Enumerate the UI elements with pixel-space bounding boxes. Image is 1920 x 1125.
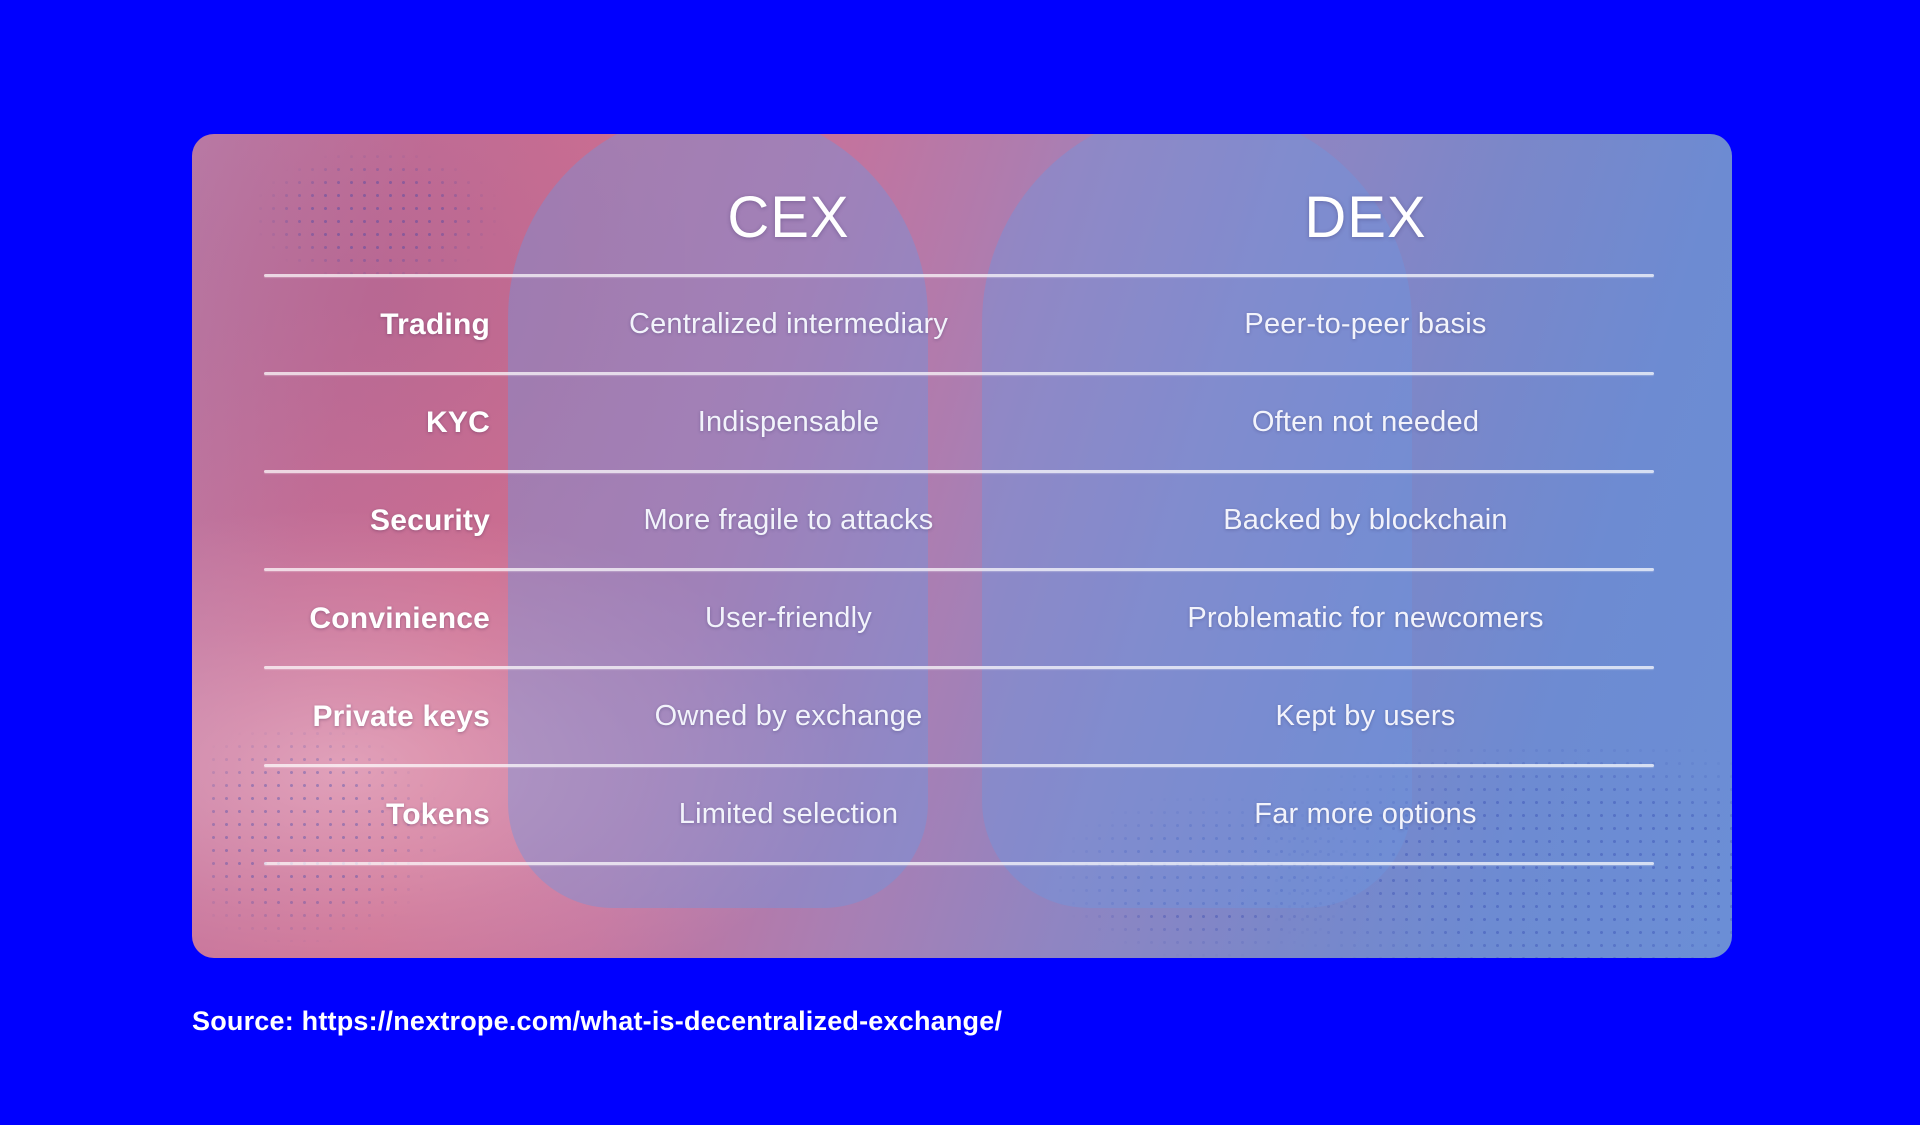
- cell-dex: Peer-to-peer basis: [1244, 308, 1487, 340]
- row-label: Convinience: [309, 601, 490, 635]
- table-row: Private keys Owned by exchange Kept by u…: [264, 669, 1654, 764]
- cell-dex: Problematic for newcomers: [1187, 602, 1544, 634]
- row-divider: [264, 372, 1654, 375]
- row-label: Tokens: [385, 797, 490, 831]
- cell-cex: Indispensable: [697, 406, 880, 438]
- row-label: Private keys: [312, 699, 490, 733]
- row-divider: [264, 568, 1654, 571]
- row-divider: [264, 274, 1654, 277]
- comparison-table: CEX DEX Trading Centralized intermediary…: [192, 134, 1732, 958]
- table-row: Convinience User-friendly Problematic fo…: [264, 571, 1654, 666]
- table-body: Trading Centralized intermediary Peer-to…: [264, 274, 1654, 865]
- cell-cex: Owned by exchange: [654, 700, 923, 732]
- row-divider: [264, 764, 1654, 767]
- cell-dex: Backed by blockchain: [1223, 504, 1508, 536]
- cell-cex: More fragile to attacks: [643, 504, 934, 536]
- comparison-card: CEX DEX Trading Centralized intermediary…: [192, 134, 1732, 958]
- table-header-row: CEX DEX: [264, 168, 1654, 268]
- cell-dex: Far more options: [1254, 798, 1477, 830]
- source-attribution: Source: https://nextrope.com/what-is-dec…: [192, 1006, 1003, 1036]
- cell-dex: Kept by users: [1275, 700, 1456, 732]
- row-divider: [264, 666, 1654, 669]
- table-row: KYC Indispensable Often not needed: [264, 375, 1654, 470]
- cell-cex: Limited selection: [678, 798, 899, 830]
- table-row: Security More fragile to attacks Backed …: [264, 473, 1654, 568]
- column-header-cex: CEX: [727, 185, 850, 250]
- cell-cex: Centralized intermediary: [628, 308, 949, 340]
- row-label: Security: [370, 503, 490, 537]
- table-row: Trading Centralized intermediary Peer-to…: [264, 277, 1654, 372]
- table-row: Tokens Limited selection Far more option…: [264, 767, 1654, 862]
- cell-dex: Often not needed: [1251, 406, 1480, 438]
- column-header-dex: DEX: [1304, 185, 1427, 250]
- row-divider: [264, 470, 1654, 473]
- row-divider: [264, 862, 1654, 865]
- cell-cex: User-friendly: [705, 602, 872, 634]
- row-label: KYC: [426, 405, 490, 439]
- row-label: Trading: [380, 307, 490, 341]
